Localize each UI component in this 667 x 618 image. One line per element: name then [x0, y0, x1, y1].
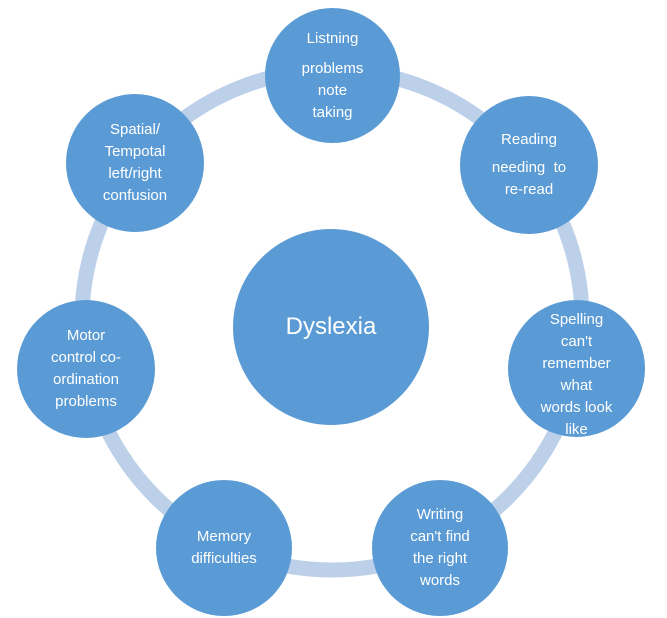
node-text-line: problems	[55, 393, 117, 410]
node-text-line: what	[560, 376, 593, 394]
node-text-line: words	[419, 572, 460, 589]
node-text-line: Listning	[306, 29, 359, 47]
node-text-line: can't	[560, 332, 593, 350]
node-spelling: Spelling can't remember what words look …	[508, 300, 645, 438]
node-text-line: the right	[412, 550, 468, 567]
node-text-line: Tempotal	[104, 143, 166, 160]
node-text-line: ordination	[53, 371, 119, 388]
node-text-line: confusion	[102, 187, 168, 204]
center-node-dyslexia: Dyslexia	[233, 229, 429, 425]
node-text-line: remember	[542, 354, 611, 372]
node-text-line: taking	[312, 103, 353, 121]
node-memory: Memory difficulties	[156, 480, 292, 616]
node-text-line: re-read	[504, 181, 554, 198]
node-text-line: Spelling	[549, 310, 604, 328]
node-text-line: control co-	[50, 349, 122, 366]
node-text-line: like	[565, 420, 588, 438]
node-text-line: can't find	[410, 528, 470, 545]
node-text-line: words look	[540, 398, 613, 416]
node-motor-control: Motor control co- ordination problems	[17, 300, 155, 438]
node-text-line: Reading	[501, 131, 557, 148]
node-spatial-temporal: Spatial/ Tempotal left/right confusion	[66, 94, 204, 232]
node-text-line: left/right	[108, 165, 162, 182]
center-label: Dyslexia	[285, 313, 377, 340]
node-reading: Reading needing to re-read	[460, 96, 598, 234]
node-text-line: Spatial/	[109, 121, 161, 138]
node-text-line: Motor	[66, 327, 106, 344]
node-text-line: needing to	[491, 159, 567, 176]
node-text-line: note	[317, 81, 348, 99]
node-writing: Writing can't find the right words	[372, 480, 508, 616]
node-listening-problems: Listning problems note taking	[265, 8, 400, 143]
node-text-line: problems	[301, 59, 364, 77]
node-text-line: Memory	[196, 528, 252, 545]
node-text-line: difficulties	[191, 550, 257, 567]
node-text-line: Writing	[416, 506, 464, 523]
